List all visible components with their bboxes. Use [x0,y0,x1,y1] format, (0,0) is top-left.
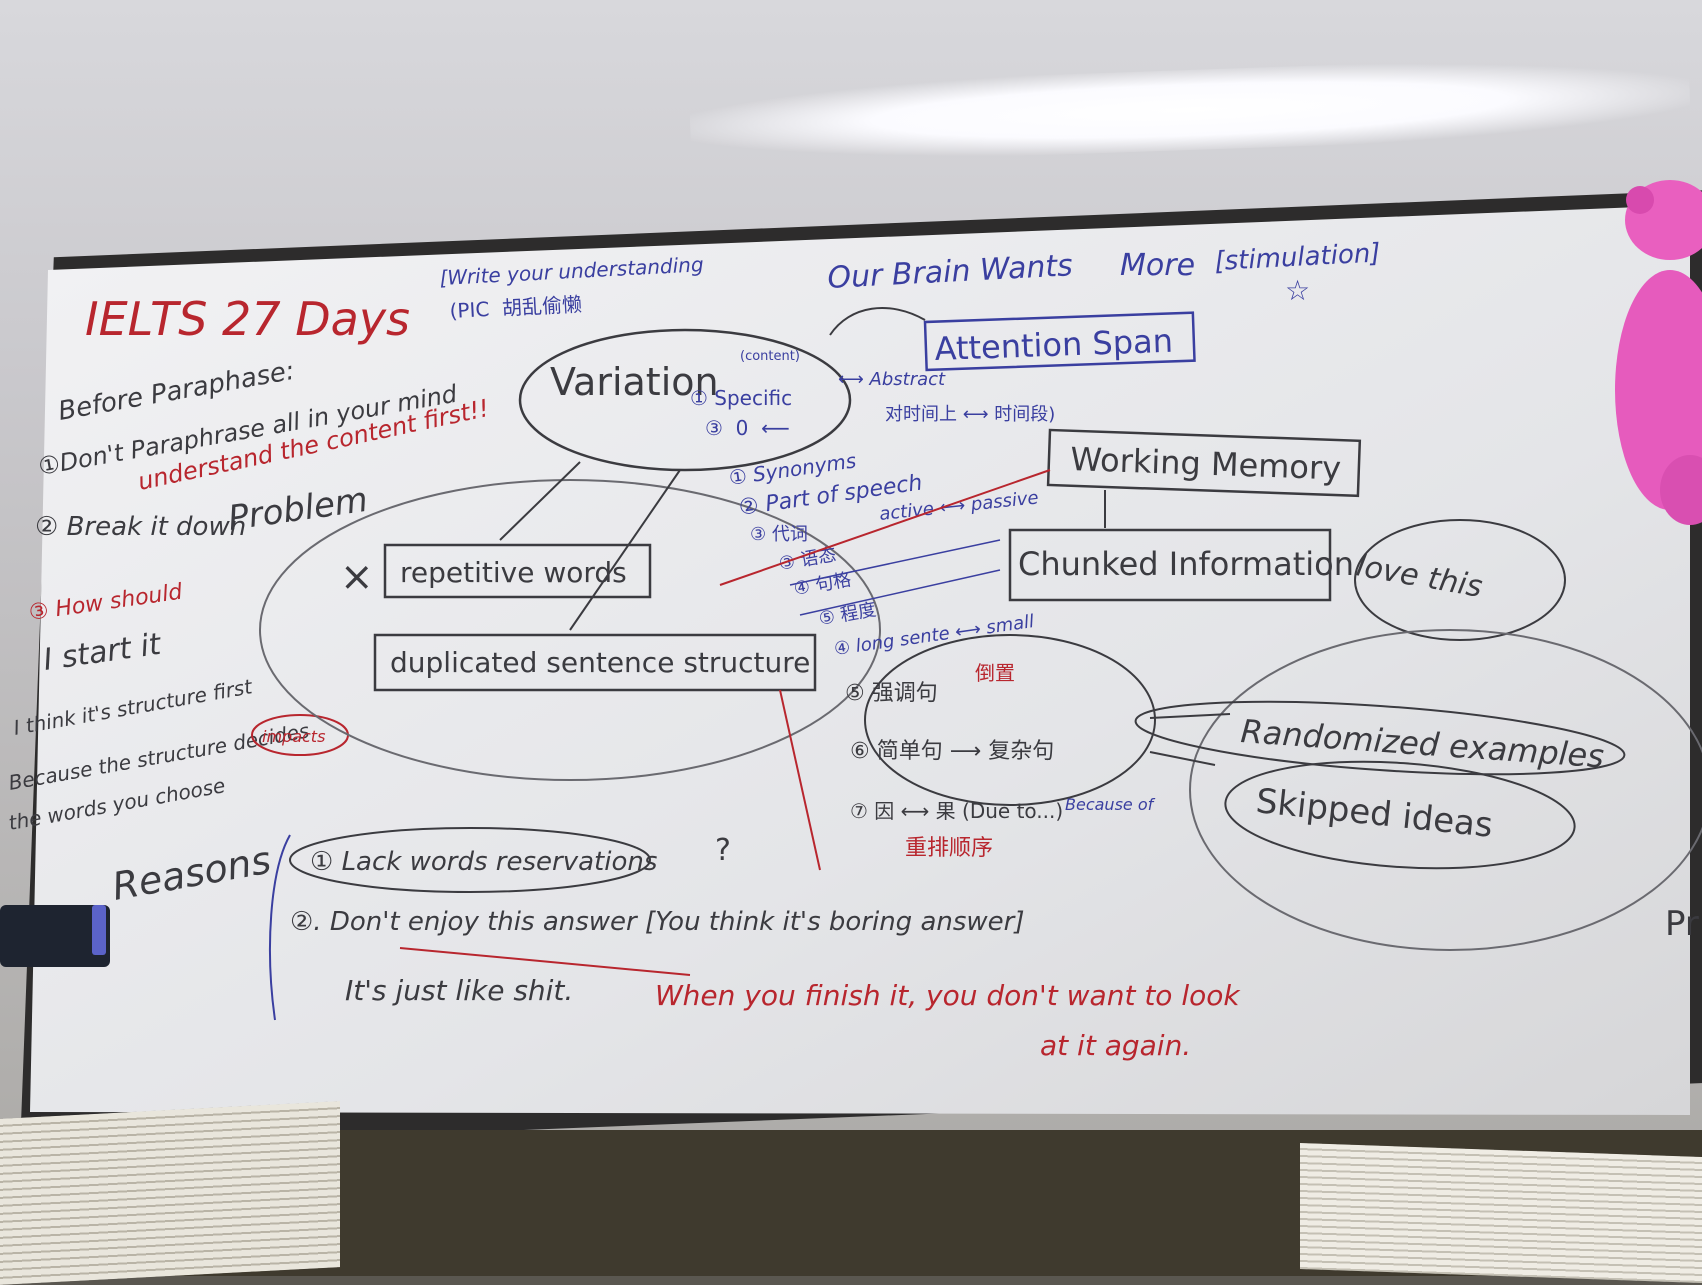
attention-arrow [829,307,926,336]
whiteboard-surface [30,205,1690,1115]
examples-ellipse [1189,629,1702,951]
arrow-to-skipped [1149,751,1216,766]
red-vertical-line [779,689,821,871]
eraser-edge [92,905,106,955]
when-finish-text: When you finish it, you don't want to lo… [655,979,1241,1012]
variation-to-repetitive-arrow [499,461,581,541]
problem-ellipse [259,479,881,781]
paper-stack-left [0,1101,340,1285]
red-divider-line [719,469,1051,586]
working-memory-text: Working Memory [1070,440,1342,487]
duplicated-structure-text: duplicated sentence structure [390,646,810,679]
sentence-types-ellipse [864,634,1156,806]
reason-2-underline [399,947,691,976]
x-mark-icon: × [340,554,374,600]
item-6-a-text: 倒置 [975,661,1015,685]
list-underline-1 [789,539,1001,586]
its-just-text: It's just like shit. [345,974,573,1007]
duplicated-structure-box [373,633,817,692]
item-3-text: ③ 代词 [750,524,808,545]
at-it-again-text: at it again. [1040,1029,1191,1062]
pink-plush-toy [1600,170,1702,530]
item-7-text: ⑦ 因 ⟷ 果 (Due to...) [850,799,1063,823]
variation-ellipse [518,328,852,472]
reason-2-text: ②. Don't enjoy this answer [You think it… [290,907,1025,937]
chunked-information-box [1008,528,1332,602]
attention-span-box [923,311,1196,372]
variation-to-duplicated-arrow [569,469,681,631]
list-underline-2 [799,569,1001,616]
reason-1-ellipse [289,827,651,893]
randomized-examples-ellipse [1134,700,1626,776]
item-6-text: ⑥ 简单句 ⟶ 复杂句 [850,739,1054,764]
side-mark-text: Pr [1665,904,1699,944]
star-icon: ☆ [1285,274,1310,307]
abstract-text: ⟷ Abstract [838,369,946,390]
love-this-ellipse [1354,519,1566,641]
because-of-text: Because of [1065,795,1156,814]
chunked-information-text: Chunked Information [1018,545,1354,583]
repetitive-words-text: repetitive words [400,556,627,589]
impacts-text: impacts [262,727,325,746]
break-it-down-text: ② Break it down [35,512,246,542]
board-title: IELTS 27 Days [85,292,410,346]
attention-span-text: Attention Span [934,322,1174,368]
repetitive-words-box [383,543,652,599]
reason-1-text: ① Lack words reservations [310,847,657,877]
zero-text: ③ 0 ⟵ [705,416,790,440]
whiteboard-eraser[interactable] [0,905,110,967]
question-mark-text: ? [715,833,731,868]
paper-stack-right [1300,1142,1702,1284]
specific-text: ① Specific [690,386,792,410]
more-text: More [1120,248,1195,283]
time-note-text: 对时间上 ⟷ 时间段) [885,404,1055,425]
reasons-brace [269,834,291,1021]
variation-sub-text: (content) [740,349,800,364]
skipped-ideas-ellipse [1224,760,1576,870]
working-memory-box [1046,428,1362,498]
variation-text: Variation [550,360,719,404]
emphasis-text: ⑤ 强调句 [845,681,938,706]
arrow-to-randomized [1149,713,1231,719]
order-note-text: 重排顺序 [905,836,993,861]
